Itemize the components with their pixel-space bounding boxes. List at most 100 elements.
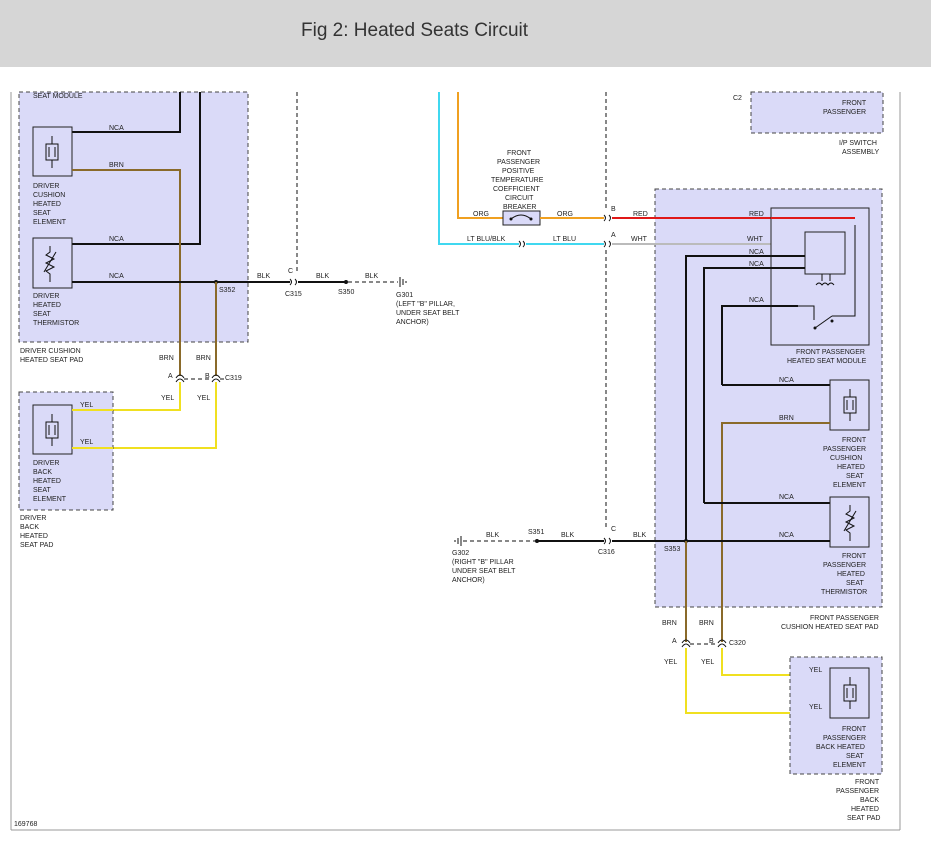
s352-label: S352: [219, 287, 235, 294]
fp-back-element: [829, 667, 870, 719]
fp-thermistor-label-2: PASSENGER: [823, 562, 866, 569]
connector-c-label: C: [611, 526, 616, 533]
lt-blu-blk-label: LT BLU/BLK: [467, 236, 506, 243]
fp-back-element-label-3: BACK HEATED: [816, 744, 865, 751]
heater-element-icon: [45, 136, 59, 168]
driver-back-pad-label-4: SEAT PAD: [20, 542, 53, 549]
brn-label: BRN: [699, 620, 714, 627]
connector-c-label: C: [288, 268, 293, 275]
fp-module-label-2: HEATED SEAT MODULE: [787, 358, 867, 365]
s351-label: S351: [528, 529, 544, 536]
nca-label: NCA: [749, 249, 764, 256]
blk-label: BLK: [257, 273, 271, 280]
driver-back-pad-label-2: BACK: [20, 524, 39, 531]
driver-back-element-label-3: HEATED: [33, 478, 61, 485]
brn-label: BRN: [159, 355, 174, 362]
g302-label-2: (RIGHT "B" PILLAR: [452, 559, 514, 566]
nca-label: NCA: [779, 494, 794, 501]
breaker-label-3: POSITIVE: [502, 168, 535, 175]
fp-back-pad-label-5: SEAT PAD: [847, 815, 880, 822]
breaker-icon: [510, 214, 532, 220]
brn-label: BRN: [779, 415, 794, 422]
nca-label: NCA: [779, 532, 794, 539]
driver-back-element-label-5: ELEMENT: [33, 496, 67, 503]
ip-front-passenger-label-2: PASSENGER: [823, 109, 866, 116]
org-label: ORG: [557, 211, 573, 218]
fp-cushion-element-label-5: SEAT: [846, 473, 864, 480]
connector-a-label: A: [611, 232, 616, 239]
fp-cushion-element-label-6: ELEMENT: [833, 482, 867, 489]
fp-cushion-element-label-4: HEATED: [837, 464, 865, 471]
fp-thermistor-label-4: SEAT: [846, 580, 864, 587]
driver-thermistor-label-3: SEAT: [33, 311, 51, 318]
red-label: RED: [633, 211, 648, 218]
g302-label-3: UNDER SEAT BELT: [452, 568, 516, 575]
fp-heated-seat-module: [770, 207, 870, 346]
heater-element-icon: [843, 677, 857, 709]
c319-label: C319: [225, 375, 242, 382]
fp-thermistor-label-5: THERMISTOR: [821, 589, 867, 596]
driver-back-element-label-1: DRIVER: [33, 460, 59, 467]
yel-label: YEL: [809, 667, 822, 674]
fp-back-pad-label-4: HEATED: [851, 806, 879, 813]
fp-back-element-label-1: FRONT: [842, 726, 867, 733]
breaker-label-5: COEFFICIENT: [493, 186, 540, 193]
ground-icon: [454, 536, 462, 546]
fp-back-element-label-5: ELEMENT: [833, 762, 867, 769]
fp-back-pad-label-2: PASSENGER: [836, 788, 879, 795]
breaker-label-4: TEMPERATURE: [491, 177, 544, 184]
driver-thermistor-label-2: HEATED: [33, 302, 61, 309]
driver-cushion-pad-label-1: DRIVER CUSHION: [20, 348, 81, 355]
wht-label: WHT: [631, 236, 648, 243]
thermistor-icon: [43, 246, 57, 282]
ip-front-passenger-label-1: FRONT: [842, 100, 867, 107]
fp-cushion-element-label-2: PASSENGER: [823, 446, 866, 453]
driver-thermistor-label-4: THERMISTOR: [33, 320, 79, 327]
connector-a-label: A: [168, 373, 173, 380]
g301-label-1: G301: [396, 292, 413, 299]
driver-back-pad-label-3: HEATED: [20, 533, 48, 540]
yel-label: YEL: [809, 704, 822, 711]
s353-label: S353: [664, 546, 680, 553]
fp-back-element-label-4: SEAT: [846, 753, 864, 760]
breaker-label-1: FRONT: [507, 150, 532, 157]
red-label: RED: [749, 211, 764, 218]
g302-label-4: ANCHOR): [452, 577, 485, 584]
fp-cushion-element-label-1: FRONT: [842, 437, 867, 444]
driver-cushion-element: [32, 126, 73, 177]
driver-cushion-element-label-4: SEAT: [33, 210, 51, 217]
driver-thermistor-label-1: DRIVER: [33, 293, 59, 300]
driver-back-pad-label-1: DRIVER: [20, 515, 46, 522]
fp-back-element-label-2: PASSENGER: [823, 735, 866, 742]
splice-s350: [344, 280, 348, 284]
figure-title: Fig 2: Heated Seats Circuit: [301, 20, 529, 41]
nca-label: NCA: [749, 261, 764, 268]
brn-label: BRN: [662, 620, 677, 627]
yel-label: YEL: [80, 439, 93, 446]
nca-label: NCA: [109, 125, 124, 132]
fp-cushion-element: [829, 379, 870, 431]
g301-label-3: UNDER SEAT BELT: [396, 310, 460, 317]
fp-thermistor-label-1: FRONT: [842, 553, 867, 560]
g301-label-4: ANCHOR): [396, 319, 429, 326]
fp-cushion-element-label-3: CUSHION: [830, 455, 862, 462]
fp-back-pad-label-1: FRONT: [855, 779, 880, 786]
fp-back-pad-label-3: BACK: [860, 797, 879, 804]
ground-icon: [399, 277, 407, 287]
figure-number: 169768: [14, 821, 37, 828]
fp-thermistor-label-3: HEATED: [837, 571, 865, 578]
blk-label: BLK: [486, 532, 500, 539]
nca-label: NCA: [109, 273, 124, 280]
g302-label-1: G302: [452, 550, 469, 557]
yel-label: YEL: [80, 402, 93, 409]
fp-module-label-1: FRONT PASSENGER: [796, 349, 865, 356]
s350-label: S350: [338, 289, 354, 296]
driver-back-element: [32, 404, 73, 455]
module-relay-coil: [804, 231, 846, 275]
driver-cushion-element-label-3: HEATED: [33, 201, 61, 208]
circuit-breaker: [502, 210, 541, 226]
driver-back-element-label-2: BACK: [33, 469, 52, 476]
yel-label: YEL: [664, 659, 677, 666]
g301-label-2: (LEFT "B" PILLAR,: [396, 301, 455, 308]
